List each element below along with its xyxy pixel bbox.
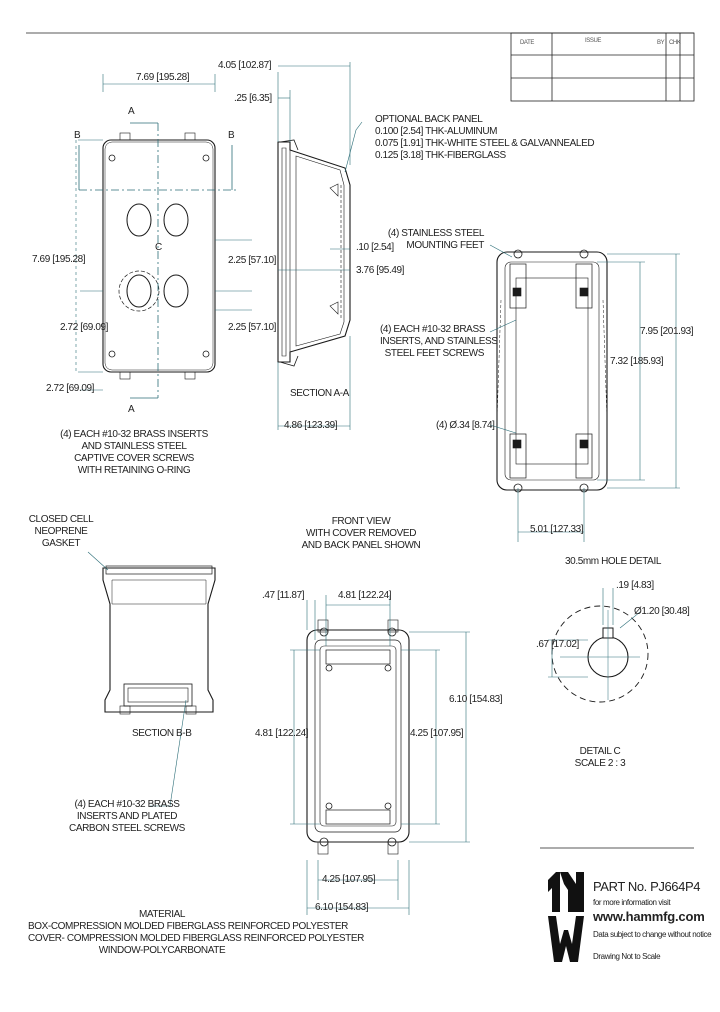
dim-225-b: 2.25 [57.10] [228,322,277,333]
dim-67: .67 [17.02] [536,639,579,650]
website-link[interactable]: www.hammfg.com [593,909,705,924]
back-view [496,249,608,493]
top-height-dim: 7.69 [195.28] [32,254,86,265]
section-aa-dims [277,62,363,430]
dim-425-right: 4.25 [107.95] [410,728,464,739]
top-view [78,122,237,399]
top-callout-2: AND STAINLESS STEEL [81,441,187,452]
section-a-label-bottom: A [128,404,135,415]
section-bb-leaders [87,551,187,807]
part-number: PART No. PJ664P4 [593,879,701,894]
dim-19: .19 [4.83] [616,580,654,591]
rev-col-date: DATE [520,40,534,46]
dim-732: 7.32 [185.93] [610,356,664,367]
dim-610-right: 6.10 [154.83] [449,694,503,705]
detail-c [548,588,649,703]
top-view-dims [75,74,252,391]
scale-notice: Drawing Not to Scale [593,952,661,961]
section-bb-label: SECTION B-B [132,728,192,739]
gasket-callout-1: CLOSED CELL [28,514,94,525]
dim-501: 5.01 [127.33] [530,524,584,535]
front-view-dims [290,595,470,915]
dim-610-bottom: 6.10 [154.83] [315,902,369,913]
back-panel-callout-3: 0.075 [1.91] THK-WHITE STEEL & GALVANNEA… [375,138,595,149]
front-view-title-3: AND BACK PANEL SHOWN [301,540,421,551]
dim-hole: (4) Ø.34 [8.74] [436,420,495,431]
front-view [306,619,410,855]
dim-dia: Ø1.20 [30.48] [634,606,690,617]
rev-col-issue: ISSUE [585,38,602,44]
front-view-title-1: FRONT VIEW [331,516,391,527]
dim-376: 3.76 [95.49] [356,265,405,276]
hammond-logo [548,872,584,962]
section-aa [277,139,351,367]
rev-col-by: BY [657,40,665,46]
detail-c-ref: C [155,242,162,253]
section-b-label-left: B [74,130,81,141]
inserts-callout-1: (4) EACH #10-32 BRASS [380,324,485,335]
back-panel-callout-1: OPTIONAL BACK PANEL [375,114,483,125]
bb-inserts-callout-2: INSERTS AND PLATED [76,811,178,822]
sheet-border [26,32,695,849]
dim-47: .47 [11.87] [262,590,305,601]
material-window: WINDOW-POLYCARBONATE [98,945,226,956]
gasket-callout-3: GASKET [41,538,81,549]
gasket-callout-2: NEOPRENE [34,526,88,537]
feet-callout-2: MOUNTING FEET [406,240,484,251]
bb-inserts-callout-3: CARBON STEEL SCREWS [69,823,185,834]
material-cover: COVER- COMPRESSION MOLDED FIBERGLASS REI… [28,933,364,944]
back-panel-callout-2: 0.100 [2.54] THK-ALUMINUM [375,126,498,137]
back-panel-callout-4: 0.125 [3.18] THK-FIBERGLASS [375,150,506,161]
section-aa-label: SECTION A-A [290,388,349,399]
top-callout-3: CAPTIVE COVER SCREWS [74,453,194,464]
top-callout-1: (4) EACH #10-32 BRASS INSERTS [60,429,208,440]
section-b-label-right: B [228,130,235,141]
section-a-label-top: A [128,106,135,117]
dim-481-left: 4.81 [122.24] [255,728,309,739]
dim-486: 4.86 [123.39] [284,420,338,431]
inserts-callout-3: STEEL FEET SCREWS [384,348,485,359]
detail-c-scale: SCALE 2 : 3 [574,758,626,769]
dim-272-a: 2.72 [69.09] [60,322,109,333]
dim-481-top: 4.81 [122.24] [338,590,392,601]
section-bb [102,565,216,715]
dim-10: .10 [2.54] [356,242,394,253]
material-heading: MATERIAL [138,909,186,920]
dim-225-a: 2.25 [57.10] [228,255,277,266]
feet-callout-1: (4) STAINLESS STEEL [387,228,485,239]
bb-inserts-callout-1: (4) EACH #10-32 BRASS [74,799,180,810]
dim-425-bottom: 4.25 [107.95] [322,874,376,885]
top-callout-4: WITH RETAINING O-RING [77,465,191,476]
more-info: for more information visit [593,898,671,907]
rev-col-chk: CHK [669,40,681,46]
detail-c-title: 30.5mm HOLE DETAIL [565,556,661,567]
inserts-callout-2: INSERTS, AND STAINLESS [380,336,498,347]
back-view-dims [489,244,680,542]
dim-405: 4.05 [102.87] [218,60,272,71]
change-notice: Data subject to change without notice [593,930,712,939]
dim-25: .25 [6.35] [234,93,272,104]
material-box: BOX-COMPRESSION MOLDED FIBERGLASS REINFO… [28,921,348,932]
dim-272-b: 2.72 [69.09] [46,383,95,394]
top-width-dim: 7.69 [195.28] [136,72,190,83]
front-view-title-2: WITH COVER REMOVED [305,528,417,539]
detail-c-label: DETAIL C [579,746,621,757]
dim-795: 7.95 [201.93] [640,326,694,337]
